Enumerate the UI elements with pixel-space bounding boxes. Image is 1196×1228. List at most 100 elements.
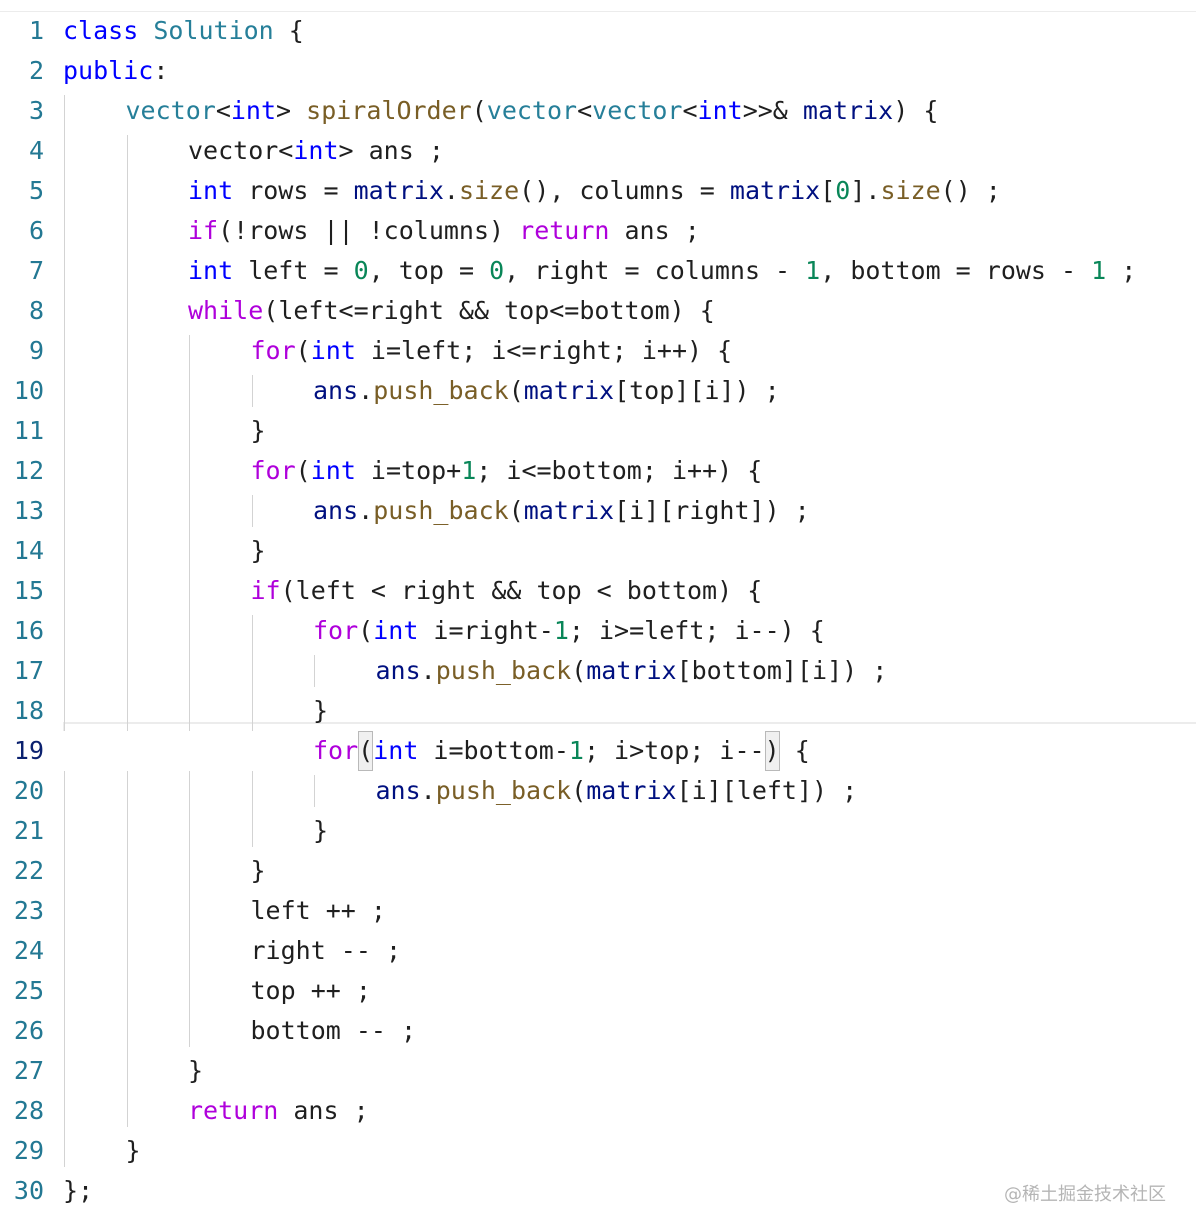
code-token: [i][right]) ; xyxy=(614,496,810,525)
line-number: 23 xyxy=(13,896,44,925)
indent-guide xyxy=(251,375,253,407)
code-token: ) { xyxy=(893,96,939,125)
line-number: 21 xyxy=(13,816,44,845)
line-number: 5 xyxy=(28,176,44,205)
code-token: push_back xyxy=(435,656,572,685)
code-token: >>& xyxy=(742,96,803,125)
code-line-14[interactable]: 14} xyxy=(0,531,1196,571)
code-token: } xyxy=(250,416,266,445)
code-token: ans xyxy=(313,496,359,525)
code-token: , bottom = rows - xyxy=(820,256,1092,285)
code-line-11[interactable]: 11} xyxy=(0,411,1196,451)
code-token: (), columns = xyxy=(519,176,730,205)
code-line-22[interactable]: 22} xyxy=(0,851,1196,891)
code-token: int xyxy=(188,176,234,205)
line-number: 12 xyxy=(13,456,44,485)
code-line-5[interactable]: 5 int rows = matrix.size(), columns = mat… xyxy=(0,171,1196,211)
code-token: } xyxy=(313,816,329,845)
code-text: } xyxy=(313,811,328,851)
code-line-18[interactable]: 18} xyxy=(0,691,1196,731)
code-token: . xyxy=(420,776,436,805)
code-token: class xyxy=(63,16,139,45)
code-text: }; xyxy=(63,1171,93,1211)
code-token: } xyxy=(125,1136,141,1165)
code-token: push_back xyxy=(435,776,572,805)
code-token: for xyxy=(313,736,359,765)
code-token: int xyxy=(293,136,339,165)
code-token: size xyxy=(458,176,520,205)
code-token: . xyxy=(358,496,374,525)
line-number: 26 xyxy=(13,1016,44,1045)
code-token: public xyxy=(63,56,154,85)
code-text: return ans ; xyxy=(188,1091,369,1131)
code-text: ans.push_back(matrix[i][left]) ; xyxy=(376,771,858,811)
code-token: for xyxy=(250,456,296,485)
code-text: int rows = matrix.size(), columns = matr… xyxy=(188,171,1001,211)
code-line-21[interactable]: 21} xyxy=(0,811,1196,851)
code-token: int xyxy=(373,736,419,765)
line-number: 1 xyxy=(28,16,44,45)
code-token: < xyxy=(577,96,593,125)
code-text: if(!rows || !columns) return ans ; xyxy=(188,211,700,251)
code-token: for xyxy=(313,616,359,645)
code-token: ( xyxy=(571,656,587,685)
code-token: < xyxy=(215,96,231,125)
code-token: int xyxy=(310,336,356,365)
code-token: return xyxy=(188,1096,279,1125)
code-line-30[interactable]: 30}; xyxy=(0,1171,1196,1211)
code-token: > ans ; xyxy=(338,136,444,165)
code-text: } xyxy=(251,531,266,571)
indent-guide xyxy=(251,495,253,527)
code-line-29[interactable]: 29} xyxy=(0,1131,1196,1171)
code-token: ; xyxy=(1106,256,1137,285)
code-text: public: xyxy=(63,51,168,91)
code-text: } xyxy=(126,1131,141,1171)
indent-guide xyxy=(314,655,315,687)
line-number: 22 xyxy=(13,856,44,885)
code-token: ( xyxy=(571,776,587,805)
line-number: 29 xyxy=(13,1136,44,1165)
line-number: 27 xyxy=(13,1056,44,1085)
code-token: int xyxy=(373,616,419,645)
editor-top-border xyxy=(0,0,1196,12)
code-token: 0 xyxy=(489,256,505,285)
line-number: 19 xyxy=(13,736,44,765)
code-token: 1 xyxy=(805,256,821,285)
code-token: right -- ; xyxy=(250,936,402,965)
code-token: 0 xyxy=(353,256,369,285)
code-token: int xyxy=(310,456,356,485)
code-token: } xyxy=(313,696,329,725)
code-token: i=left; i<=right; i++) { xyxy=(355,336,733,365)
code-token: (left<=right && top<=bottom) { xyxy=(263,296,715,325)
code-token: matrix xyxy=(586,776,677,805)
code-line-27[interactable]: 27} xyxy=(0,1051,1196,1091)
code-text: right -- ; xyxy=(251,931,402,971)
code-token: spiralOrder xyxy=(306,96,472,125)
line-number: 16 xyxy=(13,616,44,645)
line-number: 10 xyxy=(13,376,44,405)
indent-guide xyxy=(64,95,65,1167)
